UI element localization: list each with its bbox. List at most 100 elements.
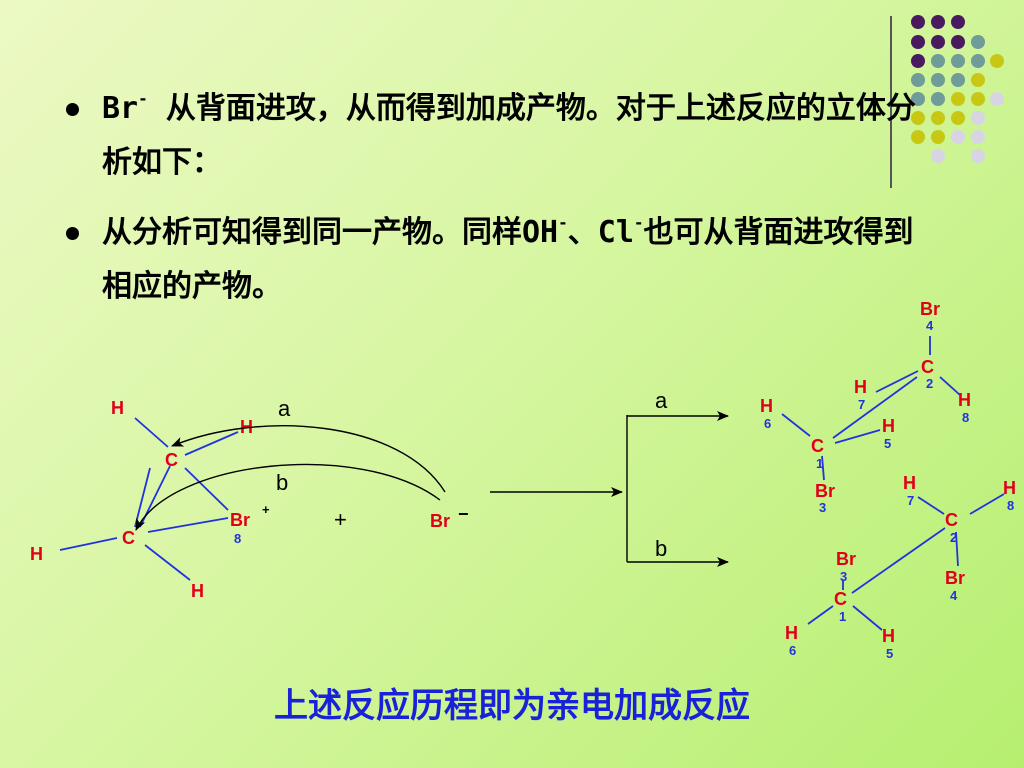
atom-c: C bbox=[921, 357, 934, 377]
atom-number: 8 bbox=[1007, 498, 1014, 513]
atom-h: H bbox=[191, 581, 204, 601]
decorative-dot bbox=[931, 35, 945, 49]
atom-number: 4 bbox=[950, 588, 958, 603]
atom-h: H bbox=[760, 396, 773, 416]
product-b-structure: H 7 H 8 C 2 Br 4 Br 3 C 1 H 6 H 5 bbox=[785, 473, 1016, 661]
atom-c: C bbox=[165, 450, 178, 470]
branch-label-a: a bbox=[655, 388, 668, 413]
decorative-dot bbox=[911, 15, 925, 29]
branch-label-b: b bbox=[655, 536, 667, 561]
decorative-dot bbox=[931, 15, 945, 29]
atom-c: C bbox=[834, 589, 847, 609]
atom-number: 8 bbox=[234, 531, 241, 546]
bullet-dot-icon bbox=[66, 103, 79, 116]
decorative-dot bbox=[971, 35, 985, 49]
decorative-dot bbox=[931, 130, 945, 144]
attack-arrow-a bbox=[171, 425, 446, 493]
decorative-dot bbox=[931, 54, 945, 68]
decorative-dot bbox=[951, 130, 965, 144]
decorative-dot bbox=[911, 35, 925, 49]
atom-br-bridge: Br bbox=[230, 510, 250, 530]
bullet-text: 也可从背面进攻得到相应的产物。 bbox=[102, 215, 914, 304]
atom-number: 2 bbox=[950, 530, 957, 545]
conclusion-text: 上述反应历程即为亲电加成反应 bbox=[274, 686, 750, 726]
atom-br: Br bbox=[920, 299, 940, 319]
product-a-structure: Br 4 C 2 H 7 H 8 H 6 C 1 H 5 Br 3 bbox=[760, 299, 971, 515]
path-label-b: b bbox=[276, 470, 288, 495]
atom-number: 1 bbox=[839, 609, 846, 624]
atom-h: H bbox=[882, 626, 895, 646]
atom-h: H bbox=[1003, 478, 1016, 498]
bullet-list: Br- 从背面进攻，从而得到加成产物。对于上述反应的立体分析如下： 从分析可知得… bbox=[60, 82, 940, 330]
decorative-dot bbox=[911, 73, 925, 87]
decorative-dot bbox=[971, 111, 985, 125]
atom-number: 2 bbox=[926, 376, 933, 391]
decorative-dot bbox=[931, 73, 945, 87]
bullet-dot-icon bbox=[66, 227, 79, 240]
decorative-dot bbox=[971, 130, 985, 144]
decorative-dot bbox=[971, 149, 985, 163]
atom-br: Br bbox=[815, 481, 835, 501]
atom-number: 6 bbox=[789, 643, 796, 658]
superscript: - bbox=[138, 89, 148, 108]
atom-number: 5 bbox=[884, 436, 891, 451]
atom-c: C bbox=[945, 510, 958, 530]
decorative-dot bbox=[990, 54, 1004, 68]
atom-c: C bbox=[122, 528, 135, 548]
decorative-dot bbox=[931, 111, 945, 125]
decorative-dot bbox=[951, 15, 965, 29]
decorative-dot bbox=[931, 92, 945, 106]
atom-h: H bbox=[903, 473, 916, 493]
bullet-item: Br- 从背面进攻，从而得到加成产物。对于上述反应的立体分析如下： bbox=[60, 82, 940, 190]
plus-sign: + bbox=[334, 507, 347, 532]
atom-number: 3 bbox=[819, 500, 826, 515]
atom-h: H bbox=[111, 398, 124, 418]
decorative-dot bbox=[951, 92, 965, 106]
path-label-a: a bbox=[278, 396, 291, 421]
superscript: - bbox=[633, 213, 644, 232]
atom-h: H bbox=[240, 417, 253, 437]
decorative-dot bbox=[951, 73, 965, 87]
decorative-dot bbox=[951, 111, 965, 125]
bromide-ion: Br bbox=[430, 511, 450, 531]
decorative-dot bbox=[971, 54, 985, 68]
atom-number: 1 bbox=[816, 456, 823, 471]
decorative-dot bbox=[971, 73, 985, 87]
atom-h: H bbox=[882, 416, 895, 436]
bullet-text: 从背面进攻，从而得到加成产物。对于上述反应的立体分析如下： bbox=[102, 91, 916, 180]
atom-h: H bbox=[785, 623, 798, 643]
attack-arrow-b bbox=[135, 463, 441, 531]
decorative-dot bbox=[931, 149, 945, 163]
decorative-dot bbox=[911, 92, 925, 106]
bullet-text: Br bbox=[102, 91, 139, 126]
atom-h: H bbox=[854, 377, 867, 397]
reaction-arrows: a b bbox=[490, 388, 729, 567]
bullet-text: 从分析可知得到同一产物。同样OH bbox=[102, 215, 559, 250]
decorative-dot bbox=[911, 111, 925, 125]
atom-number: 6 bbox=[764, 416, 771, 431]
decorative-dot bbox=[951, 54, 965, 68]
atom-h: H bbox=[958, 390, 971, 410]
decorative-dot bbox=[990, 92, 1004, 106]
superscript: - bbox=[558, 213, 568, 232]
atom-br: Br bbox=[945, 568, 965, 588]
decorative-dot bbox=[911, 54, 925, 68]
atom-br: Br bbox=[836, 549, 856, 569]
atom-number: 7 bbox=[858, 397, 865, 412]
atom-number: 8 bbox=[962, 410, 969, 425]
atom-h: H bbox=[30, 544, 43, 564]
bromonium-structure: H H C C Br + 8 H H a b + Br − bbox=[30, 396, 469, 601]
atom-number: 7 bbox=[907, 493, 914, 508]
bullet-text: 、Cl bbox=[567, 215, 634, 250]
atom-number: 4 bbox=[926, 318, 934, 333]
bullet-item: 从分析可知得到同一产物。同样OH-、Cl-也可从背面进攻得到相应的产物。 bbox=[60, 206, 940, 314]
charge-superscript: − bbox=[458, 504, 469, 524]
charge-superscript: + bbox=[262, 502, 270, 517]
decorative-dot bbox=[951, 35, 965, 49]
decorative-dot bbox=[911, 130, 925, 144]
decorative-dot bbox=[971, 92, 985, 106]
atom-c: C bbox=[811, 436, 824, 456]
atom-number: 5 bbox=[886, 646, 893, 661]
